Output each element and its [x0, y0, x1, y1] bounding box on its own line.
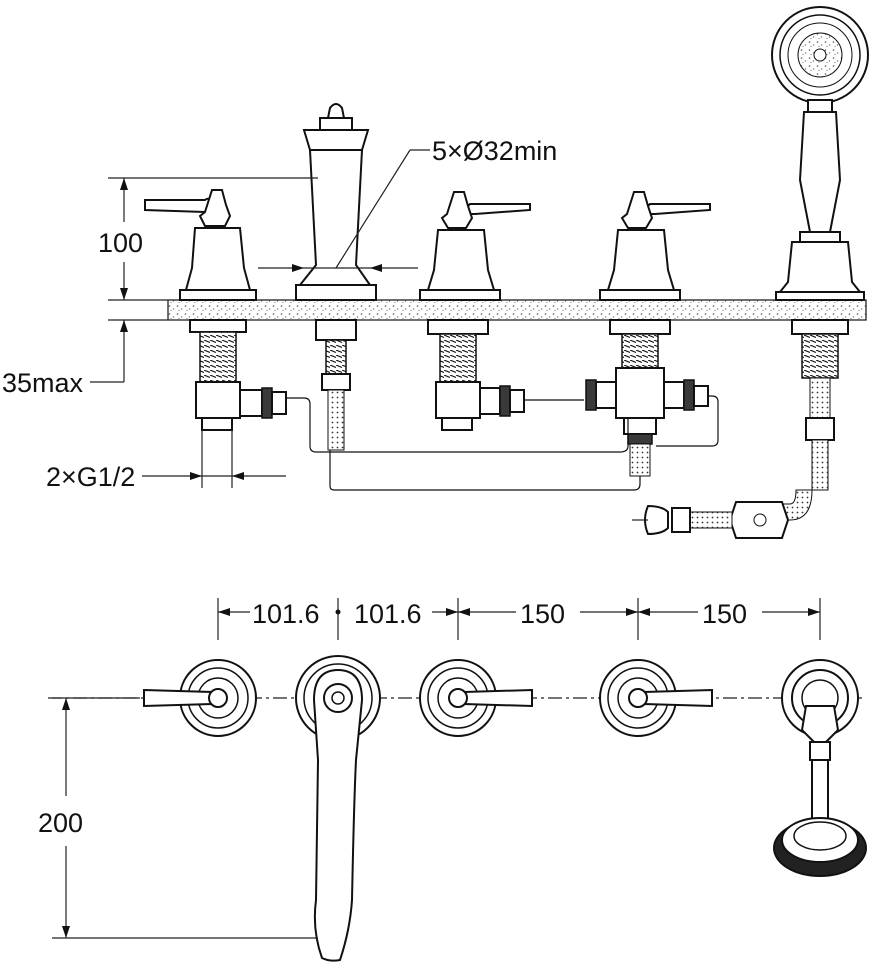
handle-plan-3	[599, 659, 713, 737]
spacing-dimensions	[217, 598, 821, 640]
hand-shower-elevation	[632, 6, 869, 539]
spacing-4-label: 150	[702, 599, 747, 629]
height-label: 100	[98, 228, 143, 258]
elevation-view: 5×Ø32min 100 35max 2×G1/2	[2, 6, 869, 539]
spout-elevation	[295, 103, 377, 451]
projection-label: 200	[38, 808, 83, 838]
spacing-2-label: 101.6	[354, 599, 422, 629]
projection-dimension	[52, 697, 318, 939]
hole-spec-label: 5×Ø32min	[432, 136, 557, 166]
spacing-1-label: 101.6	[252, 599, 320, 629]
dimension-lines-top	[90, 149, 430, 488]
hand-shower-plan	[773, 659, 867, 877]
handle-valve-2	[419, 191, 531, 431]
handle-plan-1	[143, 659, 257, 737]
spout-plan	[295, 655, 381, 962]
supply-hoses	[286, 395, 719, 491]
deck-slab	[167, 299, 867, 321]
handle-valve-1	[144, 189, 287, 431]
deck-thickness-label: 35max	[2, 368, 84, 398]
connection-label: 2×G1/2	[46, 462, 135, 492]
spacing-3-label: 150	[520, 599, 565, 629]
plan-view: 101.6 101.6 150 150	[38, 598, 867, 962]
handle-valve-3	[585, 191, 711, 477]
handle-plan-2	[419, 659, 533, 737]
